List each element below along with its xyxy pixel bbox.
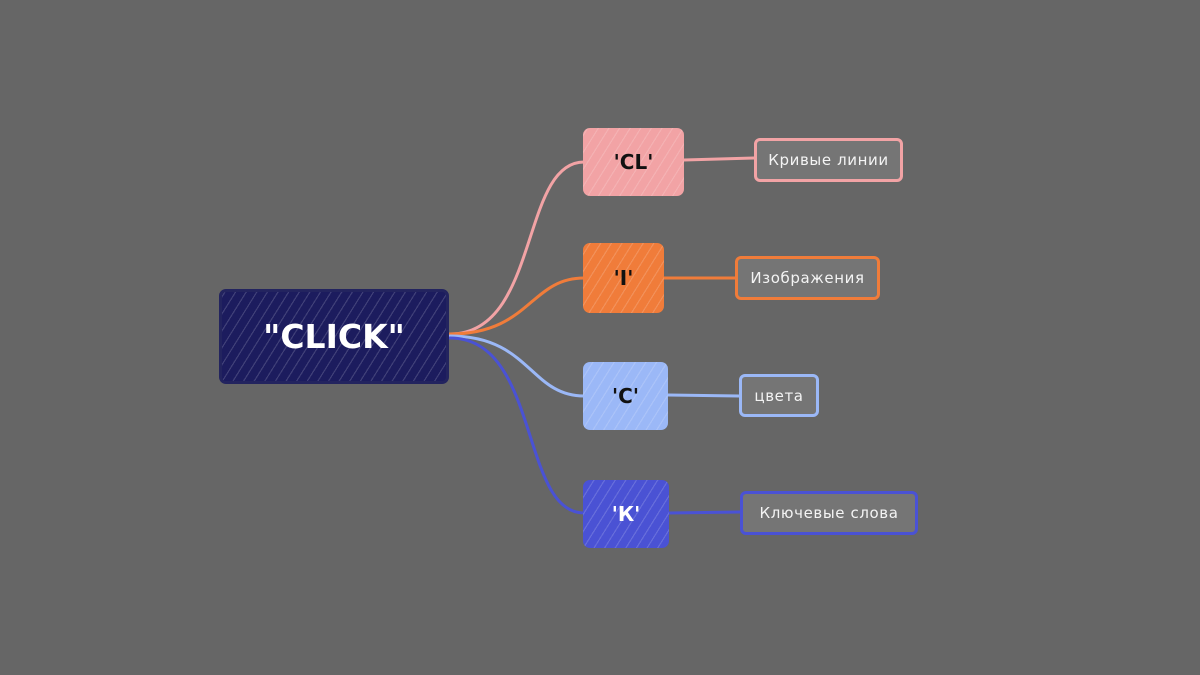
leaf-label-keywords: Ключевые слова xyxy=(759,504,899,522)
leaf-node-images[interactable]: Изображения xyxy=(735,256,880,300)
branch-label-c: 'C' xyxy=(612,384,639,408)
branch-node-c[interactable]: 'C' xyxy=(583,362,668,430)
branch-node-cl[interactable]: 'CL' xyxy=(583,128,684,196)
branch-label-cl: 'CL' xyxy=(613,150,654,174)
connector-k-to-leaf xyxy=(667,510,742,515)
leaf-label-colors: цвета xyxy=(754,386,804,405)
connector-c-to-leaf xyxy=(666,393,741,398)
connector-root-to-cl xyxy=(448,160,586,336)
connector-root-to-k xyxy=(448,336,586,515)
leaf-label-images: Изображения xyxy=(750,269,865,287)
connector-root-to-i xyxy=(448,276,586,336)
branch-label-k: 'К' xyxy=(611,502,641,526)
connector-root-to-c xyxy=(448,334,586,398)
connector-cl-to-leaf xyxy=(682,156,756,162)
leaf-node-curves[interactable]: Кривые линии xyxy=(754,138,903,182)
branch-node-i[interactable]: 'I' xyxy=(583,243,664,313)
branch-label-i: 'I' xyxy=(613,266,634,290)
leaf-label-curves: Кривые линии xyxy=(768,151,889,169)
leaf-node-colors[interactable]: цвета xyxy=(739,374,819,417)
root-node[interactable]: "CLICK" xyxy=(219,289,449,384)
root-label: "CLICK" xyxy=(263,317,405,356)
branch-node-k[interactable]: 'К' xyxy=(583,480,669,548)
leaf-node-keywords[interactable]: Ключевые слова xyxy=(740,491,918,535)
